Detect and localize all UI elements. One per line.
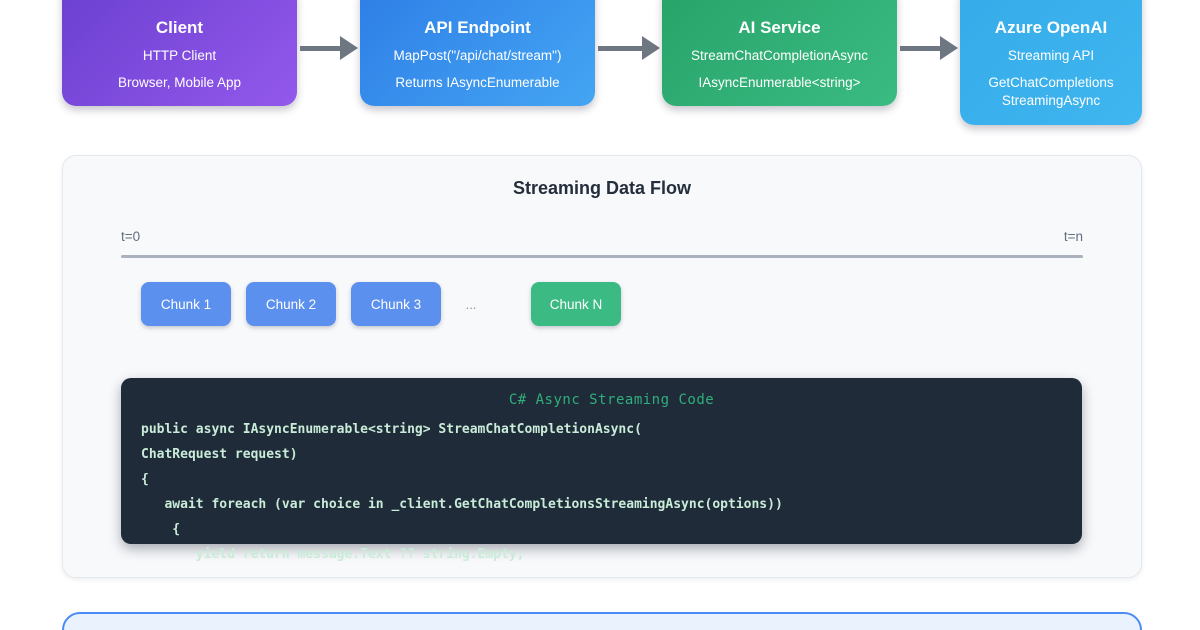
code-line: { (141, 522, 181, 537)
flow-node-azure-openai: Azure OpenAI Streaming API GetChatComple… (960, 0, 1142, 125)
code-block: C# Async Streaming Code public async IAs… (121, 378, 1082, 562)
timeline-axis (121, 255, 1083, 258)
node-line: MapPost("/api/chat/stream") (393, 48, 562, 63)
code-line: yield return message.Text ?? string.Empt… (141, 547, 525, 562)
node-line: HTTP Client (142, 48, 217, 63)
flow-node-client: Client HTTP Client Browser, Mobile App (62, 0, 297, 107)
node-line: Returns IAsyncEnumerable (395, 75, 560, 91)
panel-title: Streaming Data Flow (512, 178, 692, 198)
chunk-2: Chunk 2 (246, 282, 336, 326)
node-line: Streaming API (1007, 48, 1095, 63)
streaming-data-flow-panel: Streaming Data Flow t=0 t=n Chunk 1 Chun… (62, 155, 1142, 578)
node-line: GetChatCompletions StreamingAsync (988, 75, 1114, 109)
flow-arrow-icon (300, 36, 358, 60)
node-title: Azure OpenAI (994, 18, 1108, 37)
flow-arrow-icon (900, 36, 958, 60)
chunk-ellipsis: ... (465, 296, 477, 312)
code-block-title: C# Async Streaming Code (508, 392, 715, 408)
code-lines: public async IAsyncEnumerable<string> St… (141, 417, 1082, 567)
node-title: Client (155, 18, 204, 37)
node-title: API Endpoint (424, 18, 531, 37)
chunk-1: Chunk 1 (141, 282, 231, 326)
node-line: Browser, Mobile App (117, 75, 242, 91)
flow-node-ai-service: AI Service StreamChatCompletionAsync IAs… (662, 0, 897, 107)
node-title: AI Service (738, 18, 821, 37)
code-line: { (141, 472, 149, 487)
timeline-labels: t=0 t=n (121, 229, 1083, 244)
flow-arrow-icon (598, 36, 660, 60)
chunk-n: Chunk N (531, 282, 621, 326)
timeline-end-label: t=n (1063, 229, 1083, 244)
flow-node-api-endpoint: API Endpoint MapPost("/api/chat/stream")… (360, 0, 595, 107)
node-line: IAsyncEnumerable<string> (698, 75, 861, 91)
chunk-3: Chunk 3 (351, 282, 441, 326)
code-line: await foreach (var choice in _client.Get… (141, 497, 783, 512)
code-line: ChatRequest request) (141, 447, 298, 462)
node-line: StreamChatCompletionAsync (690, 48, 869, 63)
chunk-row: Chunk 1 Chunk 2 Chunk 3 ... Chunk N (141, 282, 1141, 326)
bottom-panel (62, 612, 1142, 630)
code-line: public async IAsyncEnumerable<string> St… (141, 422, 642, 437)
timeline-start-label: t=0 (121, 229, 141, 244)
